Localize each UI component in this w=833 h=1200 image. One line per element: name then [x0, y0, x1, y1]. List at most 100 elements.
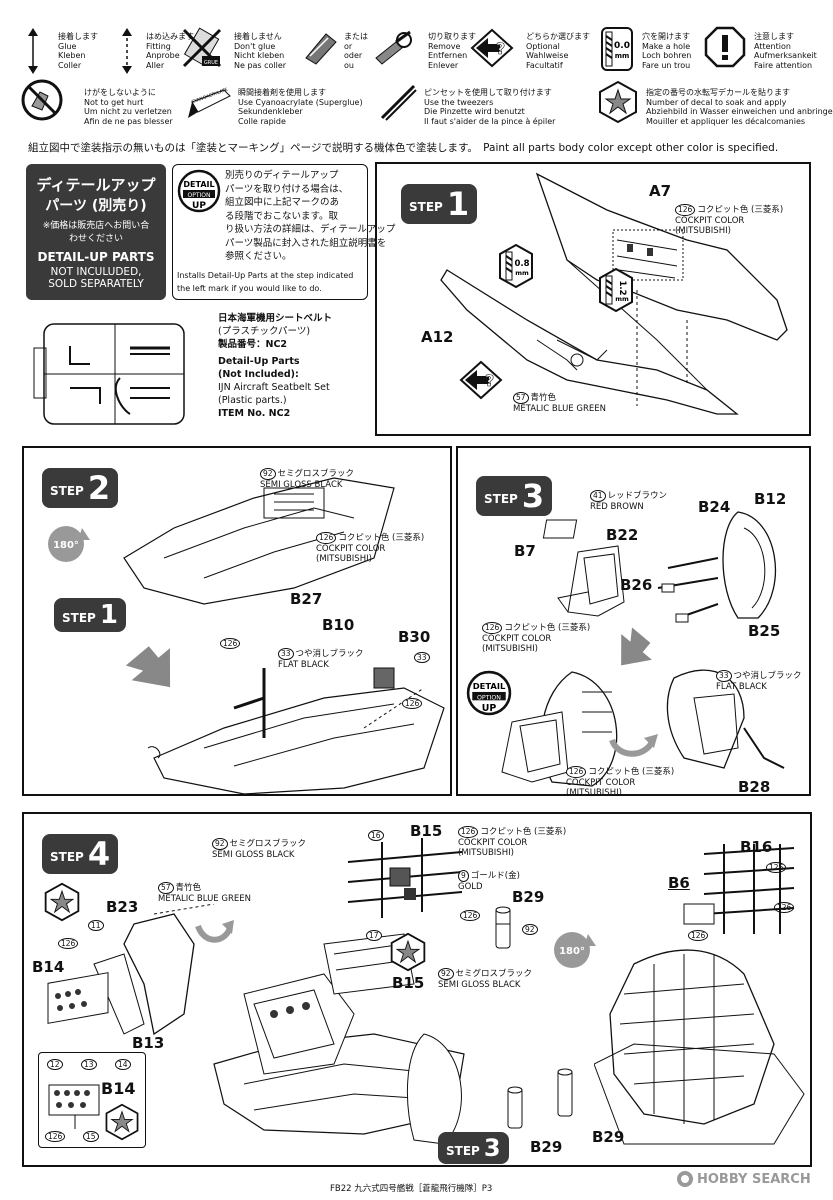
svg-text:mm: mm [615, 295, 629, 303]
step4-b29-cylinder [495, 906, 511, 949]
detail-up-box: ディテールアップ パーツ (別売り) ※価格は販売店へお問い合 わせください D… [26, 164, 166, 300]
step3-assembled-cockpit [501, 671, 618, 787]
seatbelt-sprue-drawing [33, 323, 185, 425]
step3-part-b22: B22 [606, 526, 639, 544]
step2-mark-126-b: 126 [402, 698, 423, 709]
step1-drill-icon-1-2: 1.2 mm [599, 268, 633, 312]
svg-text:DETAIL: DETAIL [183, 180, 214, 189]
svg-text:1.2: 1.2 [617, 280, 627, 295]
detail-note-jp-1: ※価格は販売店へお問い合 [42, 221, 150, 231]
svg-text:mm: mm [515, 269, 529, 277]
step3-part-b24: B24 [698, 498, 731, 516]
step2-part-b10: B10 [322, 616, 355, 634]
legend-optional-text: どちらか選びます Optional Wahlweise Facultatif [526, 32, 590, 70]
seatbelt-jp-1: 日本海軍機用シートベルト [218, 313, 333, 324]
legend-hole-text: 穴を開けます Make a hole Loch bohren Fare un t… [642, 32, 692, 70]
svg-text:OPTION: OPTION [477, 694, 501, 701]
legend-attention-text: 注意します Attention Aufmerksankeit Faire att… [754, 32, 817, 70]
seatbelt-en-4: (Plastic parts.) [218, 395, 287, 406]
step3-part-b28: B28 [738, 778, 771, 796]
option-text-jp: 別売りのディテールアップ パーツを取り付ける場合は、 組立図中に上記マークのあ … [225, 170, 396, 262]
seatbelt-en-2: (Not Included): [218, 369, 299, 380]
step4-decal-15: 15 [83, 1131, 99, 1142]
step4-b15-detail [347, 838, 463, 918]
seatbelt-jp-3: 製品番号：NC2 [218, 339, 288, 350]
step1-wing-drawing [440, 172, 788, 415]
step1-part-a7: A7 [649, 182, 672, 200]
step2-arrow-icon [125, 646, 171, 688]
seatbelt-info: 日本海軍機用シートベルト (プラスチックパーツ) 製品番号：NC2 Detail… [218, 312, 332, 420]
seatbelt-en-5: ITEM No. NC2 [218, 408, 291, 419]
step4-decal-13: 13 [81, 1059, 97, 1070]
svg-text:?: ? [496, 39, 505, 58]
no-glue-icon: GRUE [182, 27, 222, 68]
detail-sub-en-1: NOT INCULUDED, [50, 266, 142, 278]
detail-option-up-badge: DETAIL OPTION UP [177, 169, 221, 213]
detail-title-en: DETAIL-UP PARTS [37, 250, 155, 264]
step2-fuselage-floor-bottom [147, 667, 445, 795]
step4-decal-17: 17 [366, 930, 382, 941]
svg-text:0.0: 0.0 [614, 41, 630, 51]
or-icon [305, 33, 337, 65]
step4-lower-b29-a [507, 1086, 523, 1129]
step4-decal-11: 11 [88, 920, 104, 931]
legend-fitting-text: はめ込みます Fitting Anprobe Aller [146, 32, 194, 70]
legend-tweezers-text: ピンセットを使用して取り付けます Use the tweezers Die Pi… [424, 88, 556, 126]
step2-part-b30: B30 [398, 628, 431, 646]
legend-remove-text: 切り取ります Remove Entfernen Enlever [428, 32, 476, 70]
step3-part-b25: B25 [748, 622, 781, 640]
step3-option-badge: DETAIL OPTION UP [466, 670, 512, 716]
seatbelt-jp-2: (プラスチックパーツ) [218, 326, 311, 337]
seatbelt-en-3: IJN Aircraft Seatbelt Set [218, 382, 330, 393]
detail-title-jp-1: ディテールアップ [36, 176, 156, 194]
svg-text:UP: UP [482, 703, 497, 714]
step4-mark-126-b: 126 [460, 910, 481, 921]
step2-rotate-icon: 180° [48, 526, 90, 562]
step4-part-b29-top: B29 [512, 888, 545, 906]
step4-mark-126-inset: 126 [45, 1131, 66, 1142]
dashed-arrow-icon [122, 28, 132, 74]
step3-part-b12: B12 [754, 490, 787, 508]
legend-no-glue-text: 接着しません Don't glue Nicht kleben Ne pas co… [234, 32, 287, 70]
step2-mark-33: 33 [414, 652, 430, 663]
step3-seat-drawing [542, 519, 625, 617]
legend-cyano-text: 瞬間接着剤を使用します Use Cyanoacrylate (Superglue… [238, 88, 363, 126]
seatbelt-en-1: Detail-Up Parts [218, 356, 300, 367]
step1-drill-icon-0-8: 0.8 mm [499, 244, 533, 288]
step4-part-b15-mid: B15 [392, 974, 425, 992]
step4-decal-14: 14 [115, 1059, 131, 1070]
step4-part-b23: B23 [106, 898, 139, 916]
step4-decal-icon-a [44, 882, 80, 922]
step4-instrument-panel-drawing [47, 904, 215, 1036]
legend-hurt-text: けがをしないように Not to get hurt Um nicht zu ve… [84, 88, 173, 126]
step1-part-a12: A12 [421, 328, 454, 346]
legend-or-text: または or oder ou [344, 32, 368, 70]
svg-text:0.8: 0.8 [514, 259, 529, 269]
step4-part-b13: B13 [132, 1034, 165, 1052]
watermark-text: HOBBY SEARCH [697, 1171, 811, 1187]
legend-decal-text: 指定の番号の水転写デカールを貼ります Number of decal to so… [646, 88, 833, 126]
detail-sub-en-2: SOLD SEPARATELY [48, 278, 144, 290]
step2-mark-126-a: 126 [220, 638, 241, 649]
step3-arrow-icon [621, 627, 652, 666]
step4-inset-part-b14: B14 [101, 1079, 136, 1098]
step4-decal-icon-b [390, 932, 426, 972]
svg-text:GRUE: GRUE [204, 60, 218, 66]
hobby-search-logo-icon [677, 1171, 693, 1187]
decal-star-icon [599, 80, 637, 124]
paint-instruction: 組立図中で塗装指示の無いものは「塗装とマーキング」ページで説明する機体色で塗装し… [28, 142, 779, 154]
